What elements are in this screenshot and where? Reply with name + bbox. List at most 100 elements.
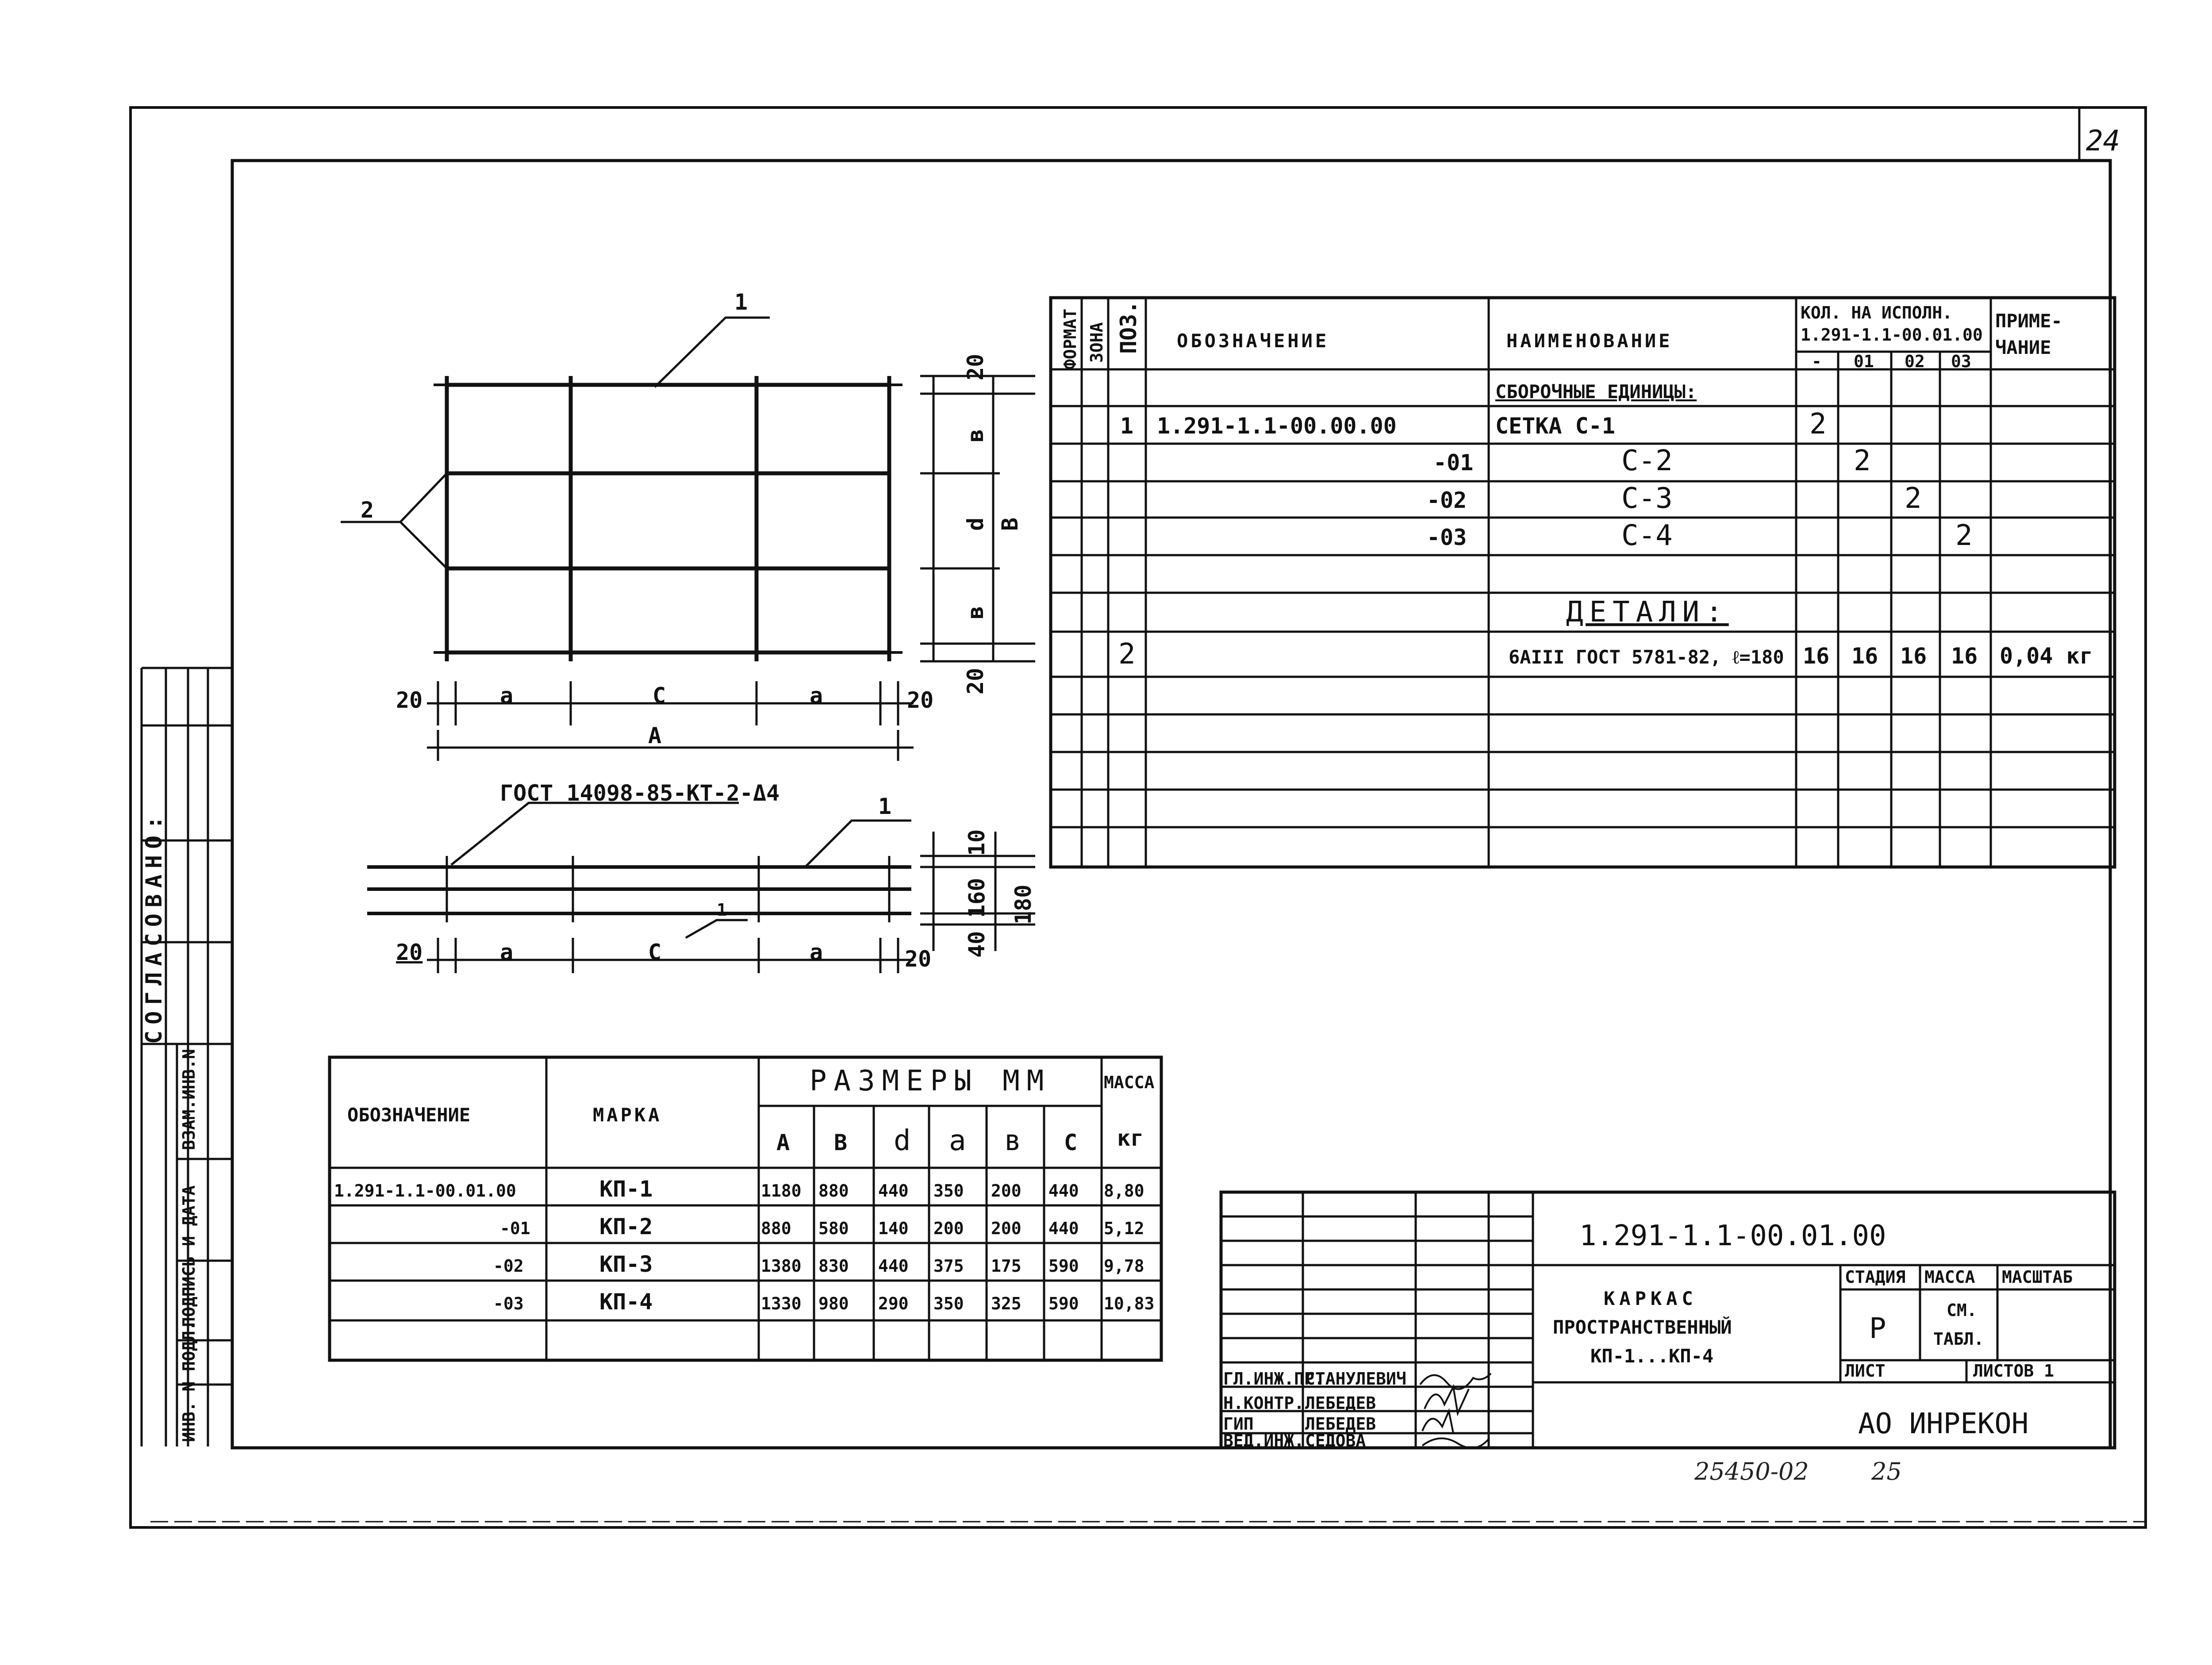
size-header-d: d [894, 1124, 911, 1157]
sheet-frame: 24 [129, 106, 2147, 1529]
plan-view: 1 2 20 а С а 20 А 20 в d в 20 В [341, 289, 1035, 761]
plan-dim-A: А [648, 723, 661, 748]
size-row-3: -02 КП-3 1380 830 440 375 175 590 9,78 [493, 1251, 1144, 1277]
section-leader-label-1b: 1 [717, 900, 727, 920]
section-dim-20-left: 20 [396, 940, 422, 965]
spec-header-note-2: ЧАНИЕ [1995, 337, 2051, 358]
spec-row5-qty-02: 16 [1900, 643, 1927, 669]
svg-text:1180: 1180 [761, 1181, 802, 1201]
title-doc-number: 1.291-1.1-00.01.00 [1579, 1220, 1886, 1252]
svg-text:290: 290 [878, 1294, 909, 1313]
spec-row4-qty: 2 [1955, 519, 1973, 552]
section-view: ГОСТ 14098-85-КТ-2-Δ4 1 1 20 а С а 20 10… [367, 780, 1036, 973]
size-header-c: С [1064, 1130, 1077, 1155]
svg-text:200: 200 [933, 1219, 964, 1238]
section-dim-180: 180 [1010, 885, 1036, 925]
svg-text:830: 830 [818, 1256, 849, 1276]
spec-row2-designation: -01 [1433, 450, 1473, 476]
size-header-designation: ОБОЗНАЧЕНИЕ [347, 1104, 470, 1126]
svg-text:175: 175 [991, 1256, 1022, 1276]
title-name-line1: КАРКАС [1604, 1288, 1697, 1309]
size-header-a: а [949, 1124, 966, 1157]
svg-text:140: 140 [878, 1219, 909, 1238]
size-row-1: 1.291-1.1-00.01.00 КП-1 1180 880 440 350… [334, 1176, 1144, 1202]
spec-section-assemblies: СБОРОЧНЫЕ ЕДИНИЦЫ: [1495, 381, 1697, 403]
spec-row3-designation: -02 [1427, 487, 1467, 513]
sig-role-1: ГЛ.ИНЖ.ПР. [1223, 1369, 1325, 1389]
spec-row4-designation: -03 [1427, 525, 1467, 550]
plan-leader-label-1: 1 [734, 289, 748, 315]
title-block: 1.291-1.1-00.01.00 КАРКАС ПРОСТРАНСТВЕНН… [1219, 1190, 2116, 1450]
title-company: АО ИНРЕКОН [1858, 1408, 2028, 1440]
spec-header-note-1: ПРИМЕ- [1995, 310, 2062, 332]
sig-name-3: ЛЕБЕДЕВ [1305, 1414, 1376, 1434]
svg-text:350: 350 [933, 1181, 964, 1201]
title-mass-value-2: ТАБЛ. [1933, 1329, 1984, 1349]
svg-text:КП-3: КП-3 [599, 1251, 653, 1277]
spec-row5-note: 0,04 кг [2000, 643, 2093, 669]
svg-text:200: 200 [991, 1181, 1022, 1201]
spec-header-pos: ПОЗ. [1116, 301, 1141, 354]
svg-text:375: 375 [933, 1256, 964, 1276]
svg-text:440: 440 [878, 1181, 909, 1201]
size-header-A: А [776, 1130, 790, 1155]
plan-dim-20-left: 20 [396, 687, 422, 713]
size-header-dims: РАЗМЕРЫ ММ [810, 1065, 1051, 1097]
footer-page: 25 [1871, 1458, 1902, 1485]
title-stage-value: Р [1869, 1312, 1886, 1345]
svg-text:590: 590 [1048, 1256, 1079, 1276]
plan-dim-d: d [963, 518, 988, 531]
svg-text:8,80: 8,80 [1104, 1181, 1144, 1201]
section-dim-c: С [648, 940, 661, 965]
size-header-mark: МАРКА [593, 1104, 662, 1126]
spec-row5-name: 6АIII ГОСТ 5781-82, ℓ=180 [1509, 646, 1784, 668]
outer-frame [129, 106, 2147, 1529]
plan-leader-label-2: 2 [361, 497, 374, 523]
spec-header-var-dash: - [1812, 352, 1822, 371]
size-header-mass: МАССА [1104, 1073, 1155, 1092]
sig-role-4: ВЕД.ИНЖ. [1223, 1431, 1304, 1450]
title-scale-label: МАСШТАБ [2002, 1267, 2073, 1287]
strip-label-sign-date: ПОДПИСЬ И ДАТА [179, 1185, 199, 1327]
plan-dim-a-right: а [810, 683, 823, 709]
svg-text:590: 590 [1048, 1294, 1079, 1313]
sig-role-2: Н.КОНТР. [1223, 1393, 1304, 1413]
spec-row5-qty-03: 16 [1951, 643, 1978, 669]
svg-text:КП-1: КП-1 [599, 1176, 653, 1202]
plan-dim-b-bottom: в [963, 606, 988, 619]
spec-header-zone: ЗОНА [1087, 322, 1106, 363]
sheet-number: 24 [2086, 125, 2120, 157]
handwritten-signatures [1419, 1373, 1492, 1449]
svg-text:1330: 1330 [761, 1294, 802, 1313]
spec-row2-name: С-2 [1621, 445, 1673, 477]
plan-dim-20-top: 20 [963, 354, 988, 380]
spec-section-parts: ДЕТАЛИ: [1566, 596, 1729, 629]
svg-text:1380: 1380 [761, 1256, 802, 1276]
sig-role-3: ГИП [1223, 1414, 1254, 1434]
svg-text:КП-2: КП-2 [599, 1214, 653, 1239]
size-table: ОБОЗНАЧЕНИЕ МАРКА РАЗМЕРЫ ММ МАССА А В d… [328, 1055, 1163, 1362]
spec-row1-name: СЕТКА С-1 [1495, 413, 1615, 439]
title-name-line3: КП-1...КП-4 [1590, 1345, 1713, 1367]
plan-dim-c: С [653, 683, 666, 709]
svg-text:350: 350 [933, 1294, 964, 1313]
strip-label-inv-replace: ВЗАМ.ИНВ.N [179, 1049, 199, 1150]
size-header-B: В [834, 1130, 847, 1155]
size-row-2: -01 КП-2 880 580 140 200 200 440 5,12 [500, 1214, 1144, 1239]
svg-text:440: 440 [878, 1256, 909, 1276]
size-header-b: в [1004, 1124, 1022, 1157]
plan-dim-a-left: а [500, 683, 513, 709]
svg-text:-03: -03 [493, 1294, 524, 1313]
title-sheets-label: ЛИСТОВ 1 [1973, 1361, 2054, 1381]
plan-dim-20-bottom: 20 [963, 668, 988, 694]
svg-text:980: 980 [818, 1294, 849, 1313]
spec-header-qty-1: КОЛ. НА ИСПОЛН. [1801, 303, 1952, 322]
section-dim-20-right: 20 [905, 946, 931, 972]
spec-header-format: ФОРМАТ [1060, 309, 1080, 369]
svg-text:325: 325 [991, 1294, 1022, 1313]
spec-header-name: НАИМЕНОВАНИЕ [1506, 330, 1672, 352]
size-row-4: -03 КП-4 1330 980 290 350 325 590 10,83 [493, 1289, 1154, 1315]
spec-table: ФОРМАТ ЗОНА ПОЗ. ОБОЗНАЧЕНИЕ НАИМЕНОВАНИ… [1049, 296, 2116, 869]
spec-row4-name: С-4 [1621, 519, 1673, 552]
